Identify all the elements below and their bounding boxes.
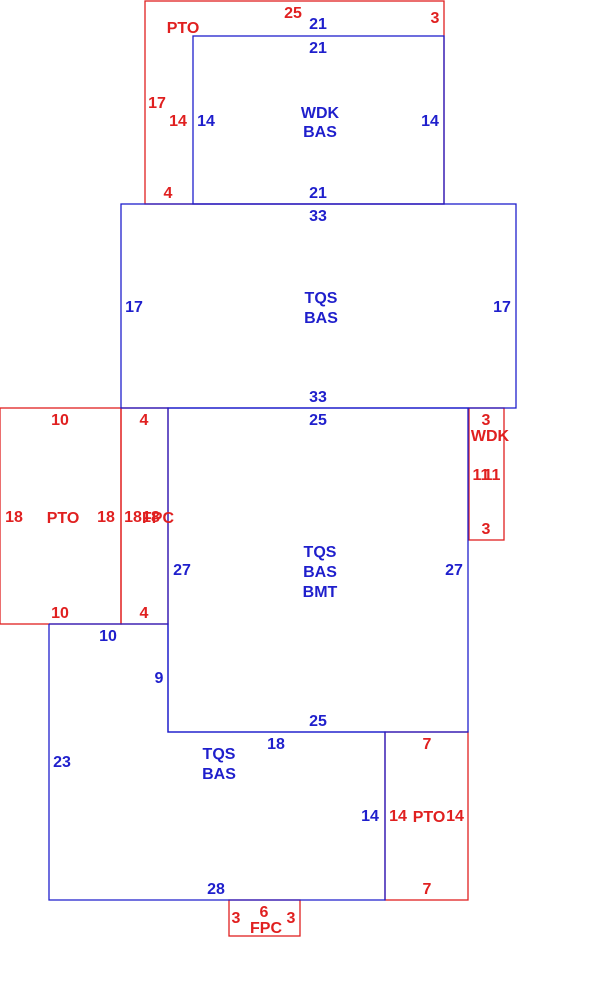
fpc-bottom-dim: 6 [260,904,269,921]
wdk-bas-top-dim: 21 [309,185,327,202]
tqs-bas-bmt-label: TQS [304,544,337,561]
fpc-left-label: FPC [142,510,174,527]
pto-top-dim: 3 [431,10,440,27]
pto-bottom-right-dim: 14 [446,808,464,825]
tqs-bas-upper-dim: 33 [309,208,327,225]
tqs-bas-lower-dim: 28 [207,881,225,898]
fpc-bottom-dim: 3 [232,910,241,927]
wdk-bas-top-dim: 14 [421,113,439,130]
pto-top-dim: 17 [148,95,166,112]
pto-bottom-right-dim: 7 [423,881,432,898]
tqs-bas-lower-label: BAS [202,766,236,783]
pto-top-label: PTO [167,20,200,37]
pto-left-dim: 18 [97,509,115,526]
pto-left-label: PTO [47,510,80,527]
wdk-right-dim: 11 [473,467,490,484]
tqs-bas-lower-dim: 9 [155,670,164,687]
pto-top-dim: 14 [169,113,187,130]
tqs-bas-upper-label: TQS [305,290,338,307]
tqs-bas-lower-outline [48,623,386,901]
tqs-bas-lower-dim: 25 [309,713,327,730]
wdk-bas-top-dim: 21 [309,40,327,57]
wdk-right-label: WDK [471,428,510,445]
wdk-right-dim: 3 [482,521,491,538]
pto-bottom-right-dim: 7 [423,736,432,753]
tqs-bas-upper-dim: 17 [493,299,511,316]
tqs-bas-bmt-dim: 27 [445,562,463,579]
wdk-bas-top-dim: 14 [197,113,215,130]
pto-top-dim: 25 [284,5,302,22]
wdk-right-dim: 3 [482,412,491,429]
fpc-left-dim: 4 [140,605,149,622]
tqs-bas-bmt-label: BAS [303,564,337,581]
pto-bottom-right-label: PTO [413,809,446,826]
tqs-bas-bmt-dim: 25 [309,412,327,429]
pto-top-dim: 4 [164,185,173,202]
tqs-bas-upper-dim: 33 [309,389,327,406]
wdk-bas-top-label: WDK [301,105,340,122]
pto-left-dim: 10 [51,412,69,429]
tqs-bas-lower-label: TQS [203,746,236,763]
tqs-bas-lower-dim: 14 [361,808,379,825]
tqs-bas-lower-dim: 18 [267,736,285,753]
fpc-left-dim: 18 [124,509,142,526]
fpc-bottom-dim: 3 [287,910,296,927]
fpc-left-dim: 18 [142,509,160,526]
pto-left-dim: 18 [5,509,23,526]
wdk-bas-top-dim: 21 [309,16,327,33]
pto-bottom-right-dim: 14 [389,808,407,825]
tqs-bas-upper-label: BAS [304,310,338,327]
tqs-bas-lower-dim: 10 [99,628,117,645]
pto-left-dim: 10 [51,605,69,622]
tqs-bas-bmt-dim: 27 [173,562,191,579]
fpc-bottom-label: FPC [250,920,282,937]
tqs-bas-bmt-label: BMT [303,584,338,601]
fpc-left-dim: 4 [140,412,149,429]
wdk-bas-top-label: BAS [303,124,337,141]
wdk-right-dim: 11 [484,467,501,484]
tqs-bas-lower-dim: 23 [53,754,71,771]
tqs-bas-upper-dim: 17 [125,299,143,316]
